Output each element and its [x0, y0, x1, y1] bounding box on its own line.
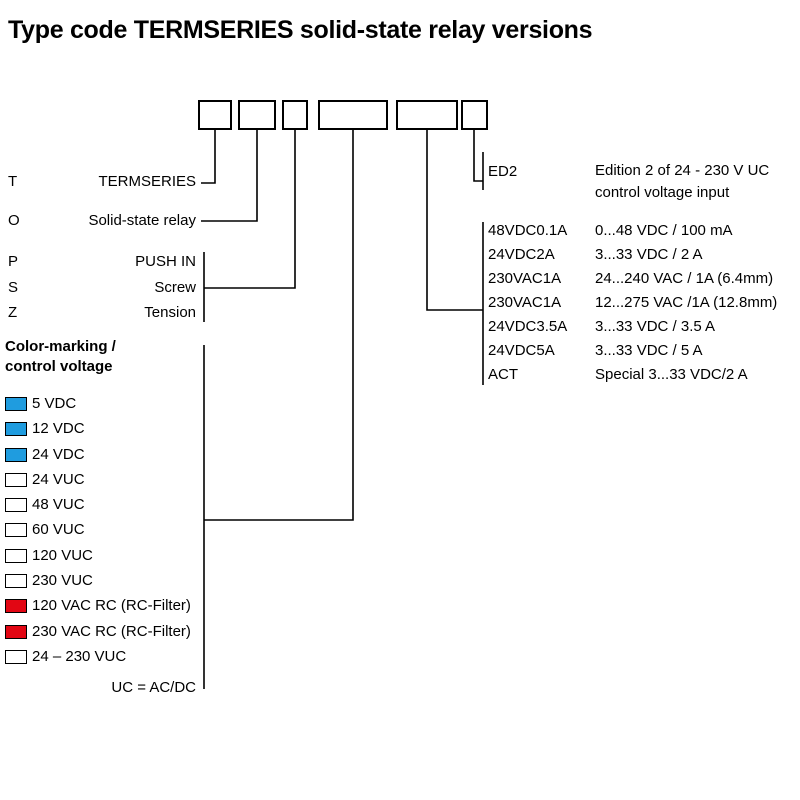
- list-item: 24 VUC: [5, 469, 225, 494]
- type-code-box-6: [461, 100, 488, 130]
- rating-desc: 12...275 VAC /1A (12.8mm): [595, 294, 778, 311]
- color-swatch: [5, 574, 27, 589]
- list-item: 24 – 230 VUC: [5, 646, 225, 671]
- code-letter: P: [8, 253, 19, 270]
- edition-code: ED2: [488, 163, 518, 180]
- color-swatch: [5, 624, 27, 639]
- rating-code: 24VDC5A: [488, 342, 555, 359]
- color-label: 12 VDC: [32, 420, 85, 438]
- color-label: 120 VAC RC (RC-Filter): [32, 597, 191, 615]
- type-code-box-1: [198, 100, 232, 130]
- page-title: Type code TERMSERIES solid-state relay v…: [8, 16, 593, 44]
- color-swatch: [5, 548, 27, 563]
- rating-code: 24VDC2A: [488, 246, 555, 263]
- list-item: 5 VDC: [5, 393, 225, 418]
- rating-code: 230VAC1A: [488, 270, 562, 287]
- color-label: 24 VUC: [32, 470, 85, 488]
- list-item: 230 VAC RC (RC-Filter): [5, 621, 225, 646]
- color-label: 5 VDC: [32, 395, 77, 412]
- color-swatch: [5, 649, 27, 664]
- list-item: 60 VUC: [5, 519, 225, 544]
- type-code-box-4: [318, 100, 388, 130]
- list-item: 24 VDC: [5, 444, 225, 469]
- code-letter: S: [8, 279, 19, 296]
- rating-desc: Special 3...33 VDC/2 A: [595, 366, 748, 383]
- code-row-P: P PUSH IN: [8, 253, 200, 271]
- rating-desc: 0...48 VDC / 100 mA: [595, 222, 733, 239]
- code-row-O: O Solid-state relay: [8, 212, 200, 230]
- color-swatch: [5, 447, 27, 462]
- color-swatch: [5, 472, 27, 487]
- color-label: 120 VUC: [32, 546, 93, 564]
- code-row-T: T TERMSERIES: [8, 173, 200, 191]
- list-item: 48 VUC: [5, 494, 225, 519]
- list-item: 120 VUC: [5, 545, 225, 570]
- type-code-box-3: [282, 100, 308, 130]
- color-label: 24 – 230 VUC: [32, 647, 127, 665]
- list-item: 230 VUC: [5, 570, 225, 595]
- color-label: 230 VAC RC (RC-Filter): [32, 622, 191, 640]
- color-swatch: [5, 498, 27, 513]
- color-label: 60 VUC: [32, 521, 85, 539]
- rating-code: ACT: [488, 366, 518, 383]
- rating-desc: 3...33 VDC / 5 A: [595, 342, 703, 359]
- code-label: Screw: [154, 279, 196, 296]
- rating-desc: 24...240 VAC / 1A (6.4mm): [595, 270, 774, 287]
- code-label: PUSH IN: [135, 253, 196, 270]
- code-label: TERMSERIES: [98, 173, 196, 190]
- color-label: 24 VDC: [32, 445, 85, 463]
- color-label: 230 VUC: [32, 572, 93, 590]
- type-code-box-5: [396, 100, 458, 130]
- list-item: 120 VAC RC (RC-Filter): [5, 595, 225, 620]
- edition-desc-line2: control voltage input: [595, 184, 730, 201]
- code-letter: Z: [8, 304, 18, 321]
- rating-code: 48VDC0.1A: [488, 222, 568, 239]
- edition-desc-line1: Edition 2 of 24 - 230 V UC: [595, 162, 770, 179]
- color-swatch: [5, 397, 27, 411]
- code-label: Tension: [144, 304, 196, 321]
- code-letter: T: [8, 173, 18, 190]
- rating-code: 24VDC3.5A: [488, 318, 568, 335]
- color-voltage-list: 5 VDC 12 VDC 24 VDC 24 VUC 48 VUC 60 VUC…: [5, 393, 225, 671]
- list-item: 12 VDC: [5, 418, 225, 443]
- color-marking-heading-line1: Color-marking /: [5, 338, 116, 355]
- rating-code: 230VAC1A: [488, 294, 562, 311]
- code-row-Z: Z Tension: [8, 304, 200, 322]
- rating-desc: 3...33 VDC / 3.5 A: [595, 318, 716, 335]
- code-row-S: S Screw: [8, 279, 200, 297]
- code-letter: O: [8, 212, 20, 229]
- code-label: Solid-state relay: [88, 212, 196, 229]
- color-swatch: [5, 523, 27, 538]
- uc-footnote: UC = AC/DC: [111, 679, 196, 696]
- color-swatch: [5, 599, 27, 614]
- color-marking-heading-line2: control voltage: [5, 358, 113, 375]
- color-label: 48 VUC: [32, 496, 85, 514]
- rating-desc: 3...33 VDC / 2 A: [595, 246, 703, 263]
- color-swatch: [5, 422, 27, 437]
- type-code-box-2: [238, 100, 276, 130]
